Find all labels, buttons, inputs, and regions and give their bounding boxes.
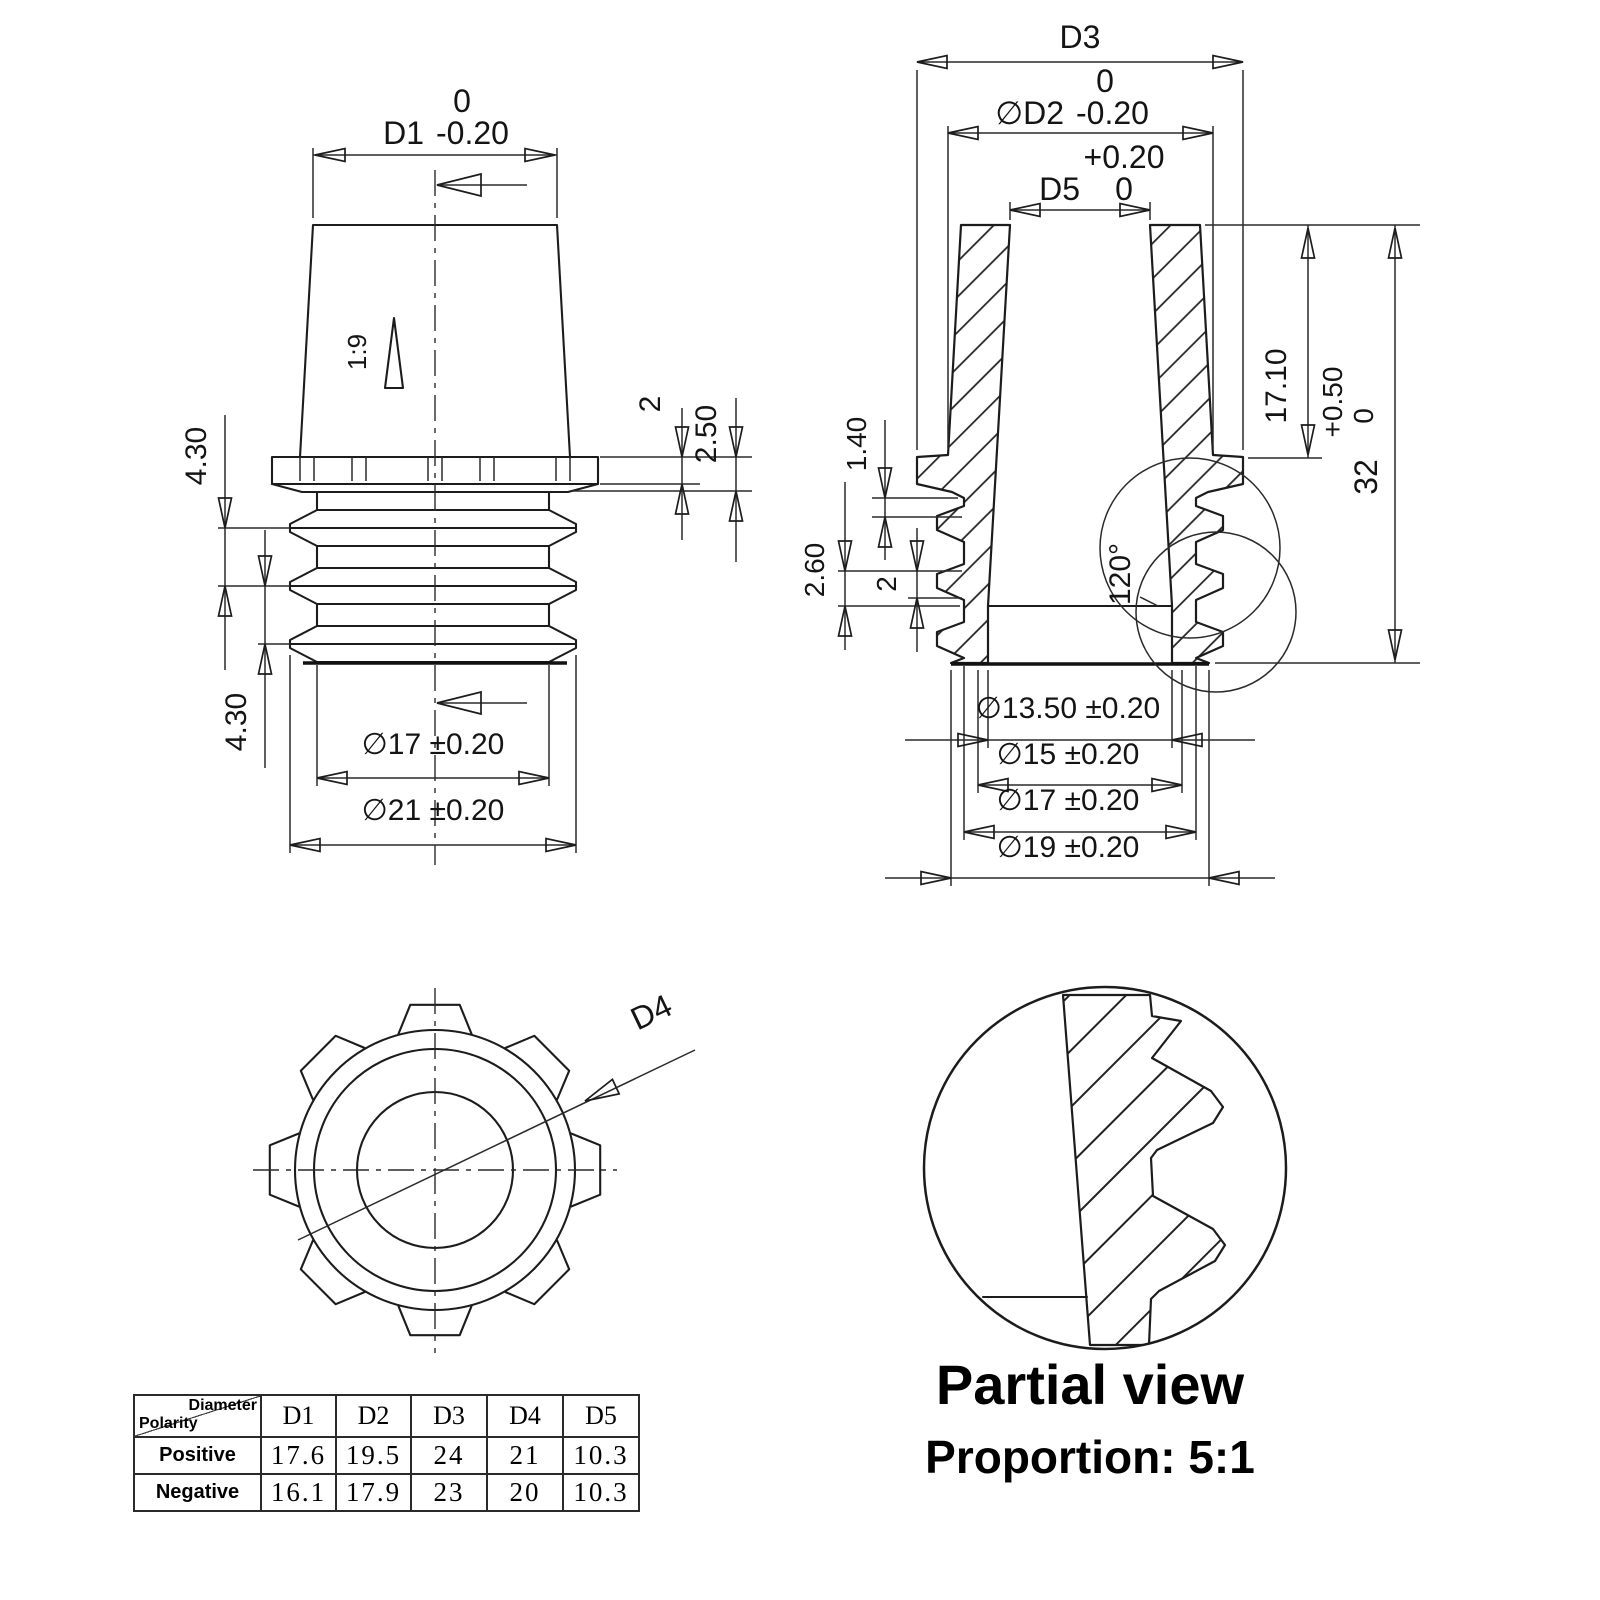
- dim-height-tol-bot: 0: [1348, 408, 1379, 424]
- dim-flange-thickness: 2: [634, 396, 667, 413]
- partial-view-wall: [1061, 993, 1227, 1347]
- front-ribs: [288, 508, 578, 664]
- taper-ratio-label: 1:9: [342, 334, 372, 370]
- taper-symbol-icon: [383, 316, 405, 390]
- dim-d5-tol-bot: 0: [1115, 171, 1133, 207]
- dimension-arrowheads: [217, 54, 1403, 1102]
- dim-d5-tol-top: +0.20: [1084, 139, 1165, 175]
- dim-bore-depth: 17.10: [1260, 348, 1293, 423]
- dim-dia-ribs: ∅21 ±0.20: [362, 794, 505, 827]
- dim-dia-outer: ∅19 ±0.20: [997, 831, 1140, 864]
- dim-height-tol-top: +0.50: [1317, 367, 1348, 438]
- gear-teeth: [268, 1003, 602, 1337]
- row-label-negative: Negative: [133, 1473, 262, 1512]
- partial-view: [922, 985, 1288, 1351]
- detail-circle-1: [1099, 457, 1281, 639]
- dimension-labels: D1 0 -0.20 1:9 4.30 4.30 2 2.50 ∅17 ±0.2…: [180, 19, 1384, 1037]
- dim-height: 32: [1348, 459, 1384, 495]
- dim-d2-label: ∅D2: [995, 95, 1064, 131]
- col-header-d3: D3: [410, 1394, 488, 1438]
- dim-d4-label: D4: [625, 987, 677, 1037]
- table-cell: 20: [486, 1473, 564, 1512]
- dim-cone-angle: 120°: [1104, 543, 1137, 605]
- dim-d1-label: D1: [383, 115, 424, 151]
- dim-dia-inner: ∅15 ±0.20: [997, 738, 1140, 771]
- detail-circle-2: [1135, 531, 1297, 693]
- col-header-d4: D4: [486, 1394, 564, 1438]
- dim-d5-label: D5: [1039, 171, 1080, 207]
- table-cell: 23: [410, 1473, 488, 1512]
- table-header-row: Diameter Polarity D1 D2 D3 D4 D5: [133, 1394, 640, 1438]
- table-cell: 10.3: [562, 1473, 640, 1512]
- partial-view-title: Partial view: [935, 1353, 1245, 1416]
- dim-pitch-upper: 4.30: [180, 427, 213, 485]
- section-view: [915, 223, 1297, 693]
- diameter-table: Diameter Polarity D1 D2 D3 D4 D5 Positiv…: [133, 1394, 640, 1512]
- table-cell: 21: [486, 1436, 564, 1475]
- dimension-lines: [218, 61, 1420, 1241]
- dim-d2-tol-bot: -0.20: [1076, 95, 1149, 131]
- partial-view-boundary: [922, 985, 1288, 1351]
- centerlines: [253, 170, 617, 1353]
- row-label-positive: Positive: [133, 1436, 262, 1475]
- dim-tooth-width: 2: [871, 576, 902, 592]
- table-cell: 19.5: [335, 1436, 412, 1475]
- table-row-negative: Negative 16.1 17.9 23 20 10.3: [133, 1473, 640, 1512]
- dim-d1-tol-top: 0: [453, 83, 471, 119]
- corner-polarity-label: Polarity: [139, 1415, 198, 1432]
- table-cell: 24: [410, 1436, 488, 1475]
- dim-d1-tol-bot: -0.20: [436, 115, 509, 151]
- table-corner-cell: Diameter Polarity: [133, 1394, 262, 1438]
- dim-pitch-lower: 4.30: [220, 693, 253, 751]
- dim-d3-label: D3: [1060, 19, 1101, 55]
- table-row-positive: Positive 17.6 19.5 24 21 10.3: [133, 1436, 640, 1475]
- corner-diameter-label: Diameter: [188, 1397, 257, 1414]
- table-cell: 16.1: [260, 1473, 337, 1512]
- dim-dia-mid: ∅17 ±0.20: [997, 784, 1140, 817]
- table-cell: 10.3: [562, 1436, 640, 1475]
- table-cell: 17.9: [335, 1473, 412, 1512]
- dim-dia-neck: ∅17 ±0.20: [362, 728, 505, 761]
- dim-dia-floor: ∅13.50 ±0.20: [976, 692, 1160, 725]
- partial-view-proportion: Proportion: 5:1: [925, 1431, 1255, 1483]
- dim-flange-thickness-total: 2.50: [690, 405, 723, 463]
- col-header-d2: D2: [335, 1394, 412, 1438]
- col-header-d1: D1: [260, 1394, 337, 1438]
- dim-tooth-pitch: 2.60: [799, 543, 830, 598]
- col-header-d5: D5: [562, 1394, 640, 1438]
- table-cell: 17.6: [260, 1436, 337, 1475]
- dim-d2-tol-top: 0: [1096, 63, 1114, 99]
- section-right-wall: [1148, 223, 1245, 665]
- dim-tooth-height: 1.40: [841, 417, 872, 472]
